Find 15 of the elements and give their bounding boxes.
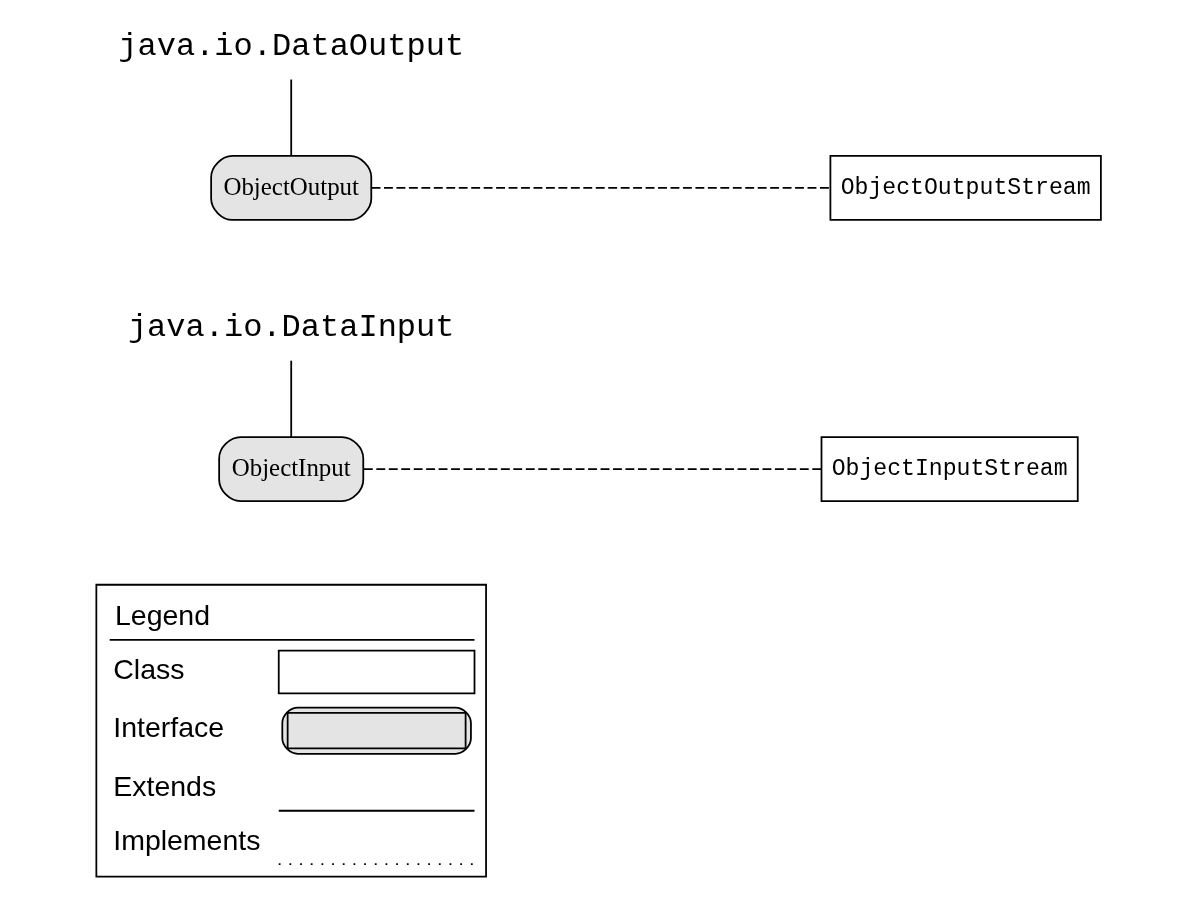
- label: Legend: [115, 599, 211, 632]
- node-text: java.io.DataInput: [127, 309, 455, 347]
- connector: [363, 468, 823, 470]
- node-box: ObjectOutput: [210, 155, 373, 221]
- legend-label: Interface: [113, 711, 225, 744]
- node-box: ObjectInput: [218, 436, 365, 502]
- node-box: ObjectInputStream: [820, 436, 1079, 502]
- node-text: java.io.DataOutput: [118, 28, 465, 66]
- connector: [290, 78, 293, 157]
- legend-label: Class: [113, 652, 185, 685]
- node-box: ObjectOutputStream: [829, 155, 1102, 221]
- connector: [370, 187, 831, 189]
- connector: [290, 359, 293, 438]
- legend-label: Extends: [113, 770, 217, 803]
- legend-label: Implements: [113, 823, 261, 856]
